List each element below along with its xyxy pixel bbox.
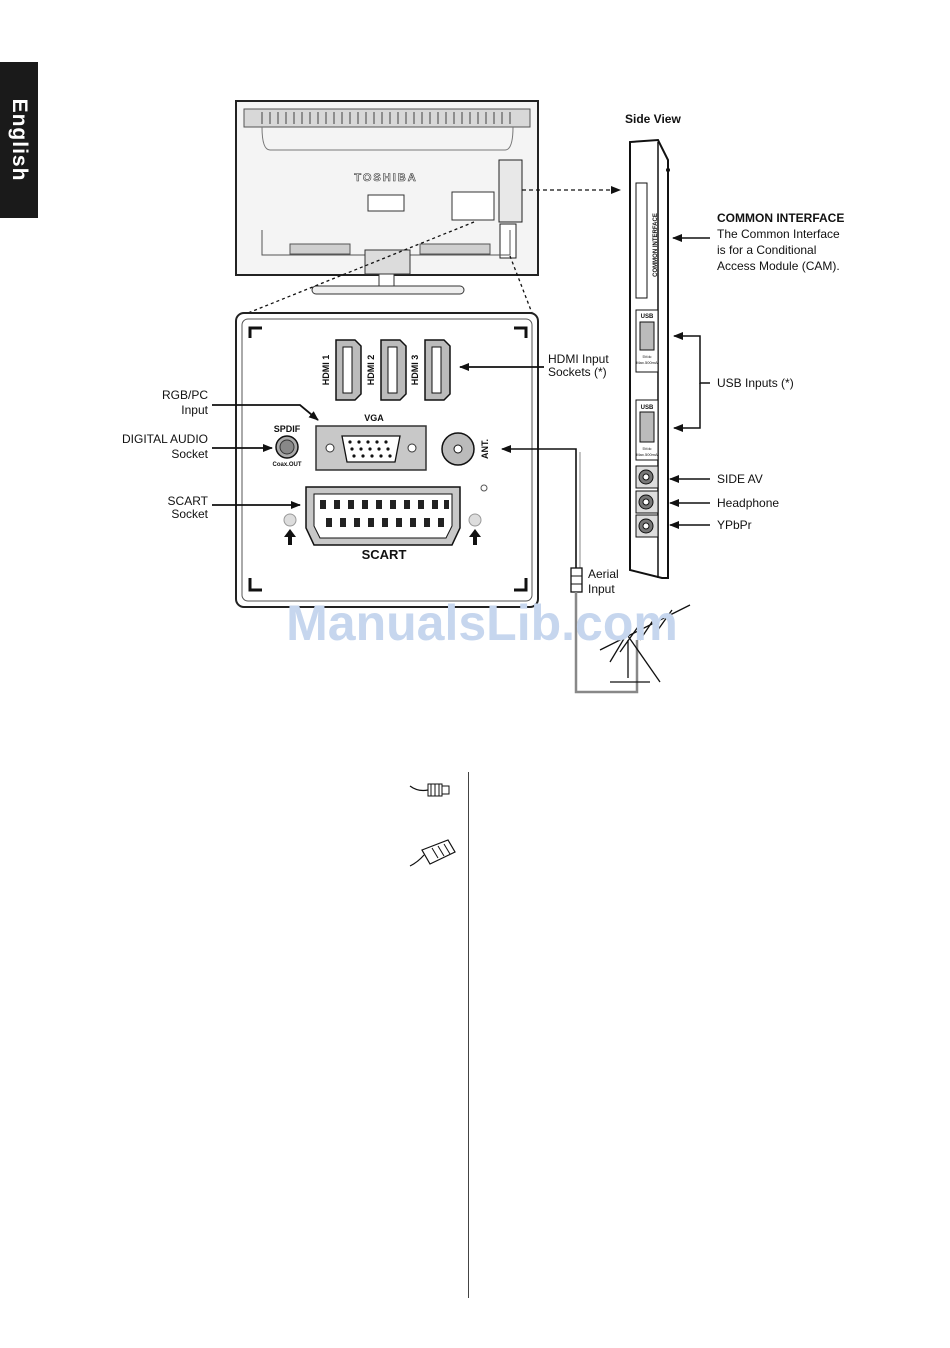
usb-port-1-label: USB (641, 314, 654, 320)
antenna-port (441, 432, 475, 466)
hdmi-2-label: HDMI 2 (366, 355, 376, 386)
common-interface-desc-line3: Access Module (CAM). (717, 259, 840, 273)
ant-label: ANT. (480, 439, 490, 459)
hdmi-port-2: HDMI 2 (366, 339, 407, 401)
left-mount-hole (283, 513, 297, 527)
hdmi-input-label-line1: HDMI Input (548, 352, 609, 366)
hdmi-input-label-line2: Sockets (*) (548, 365, 607, 379)
side-av-label: SIDE AV (717, 472, 763, 486)
vga-port (315, 425, 427, 471)
usb-port-2 (639, 411, 655, 443)
tv-brand-logo: TOSHIBA (354, 172, 417, 184)
common-interface-title: COMMON INTERFACE (717, 211, 844, 225)
tv-bottom-vent-left (289, 243, 351, 255)
aerial-cable-upper (501, 445, 577, 568)
tv-stand-base (311, 285, 465, 295)
usb-port-1-rating-line2: Max.500mA (636, 360, 658, 365)
watermark: ManualsLib.com (286, 595, 678, 651)
headphone-label: Headphone (717, 496, 779, 510)
tv-stand-mount (364, 249, 411, 275)
antenna-icon (599, 604, 691, 683)
digital-audio-label-line1: DIGITAL AUDIO (122, 432, 208, 446)
common-interface-slot-label: COMMON INTERFACE (653, 213, 659, 277)
panel-corner-tr (514, 326, 528, 338)
panel-corner-br (514, 578, 528, 592)
tv-side-jacks (499, 223, 517, 259)
tv-top-vent (243, 108, 531, 128)
rgb-pc-arrow (212, 404, 319, 421)
panel-corner-bl (248, 578, 262, 592)
hdmi-port-1: HDMI 1 (321, 339, 362, 401)
usb-inputs-arrow-top (673, 332, 710, 384)
vga-label: VGA (364, 413, 384, 423)
scart-cable-icon (409, 839, 456, 867)
aerial-plug-icon (570, 567, 583, 593)
spdif-port (275, 435, 299, 459)
zoom-line-left (247, 221, 475, 314)
rgb-pc-label-line1: RGB/PC (162, 388, 208, 402)
ypbpr-label: YPbPr (717, 518, 752, 532)
usb-port-2-label: USB (641, 405, 654, 411)
common-interface-slot (635, 182, 648, 299)
scart-socket-label-line1: SCART (168, 494, 209, 508)
right-up-arrow-icon (469, 529, 481, 545)
hdmi-1-label: HDMI 1 (321, 355, 331, 386)
tv-back-contour (261, 126, 514, 151)
usb-port-1-rating-line1: 5Vdc (642, 354, 651, 359)
connector-panel: HDMI 1 HDMI 2 HDMI 3 VGA (235, 312, 539, 608)
zoom-line-right (509, 255, 533, 314)
panel-corner-tl (248, 326, 262, 338)
usb-inputs-arrow-bottom (673, 383, 701, 432)
hdmi-3-label: HDMI 3 (410, 355, 420, 386)
tv-vent-slots (261, 112, 511, 124)
usb-port-1 (639, 321, 655, 351)
scart-label: SCART (362, 547, 407, 562)
aerial-cable-lower (574, 592, 639, 694)
coax-out-label: Coax.OUT (272, 462, 301, 468)
usb-port-2-rating-line2: Max.500mA (636, 452, 658, 457)
panel-inner (241, 318, 533, 602)
rgb-pc-label-line2: Input (181, 403, 208, 417)
spdif-label: SPDIF (274, 424, 301, 434)
left-up-arrow-icon (284, 529, 296, 545)
scart-socket-label-line2: Socket (171, 507, 208, 521)
common-interface-desc-line2: is for a Conditional (717, 243, 816, 257)
aerial-input-label-line1: Aerial (588, 567, 619, 581)
usb-port-2-rating-line1: 5Vdc (642, 446, 651, 451)
tv-bottom-vent-right (419, 243, 491, 255)
language-tab: English (0, 62, 38, 218)
scart-port (305, 486, 461, 546)
side-view-title: Side View (625, 112, 681, 126)
tv-rear-connector-area (451, 191, 495, 221)
hdmi-port-3: HDMI 3 (410, 339, 451, 401)
tv-rear-view: TOSHIBA (235, 100, 539, 295)
panel-screw (480, 484, 488, 492)
common-interface-desc-line1: The Common Interface (717, 227, 840, 241)
coax-cable-icon (409, 783, 450, 797)
tv-side-view: COMMON INTERFACE USB 5Vdc Max.500mA USB … (629, 138, 670, 579)
usb-inputs-label: USB Inputs (*) (717, 376, 794, 390)
tv-stand-neck (378, 273, 395, 287)
digital-audio-label-line2: Socket (171, 447, 208, 461)
aerial-input-label-line2: Input (588, 582, 615, 596)
tv-side-connector-area (498, 159, 523, 223)
right-mount-hole (468, 513, 482, 527)
column-divider (468, 772, 469, 1298)
tv-label-plate (367, 194, 405, 212)
